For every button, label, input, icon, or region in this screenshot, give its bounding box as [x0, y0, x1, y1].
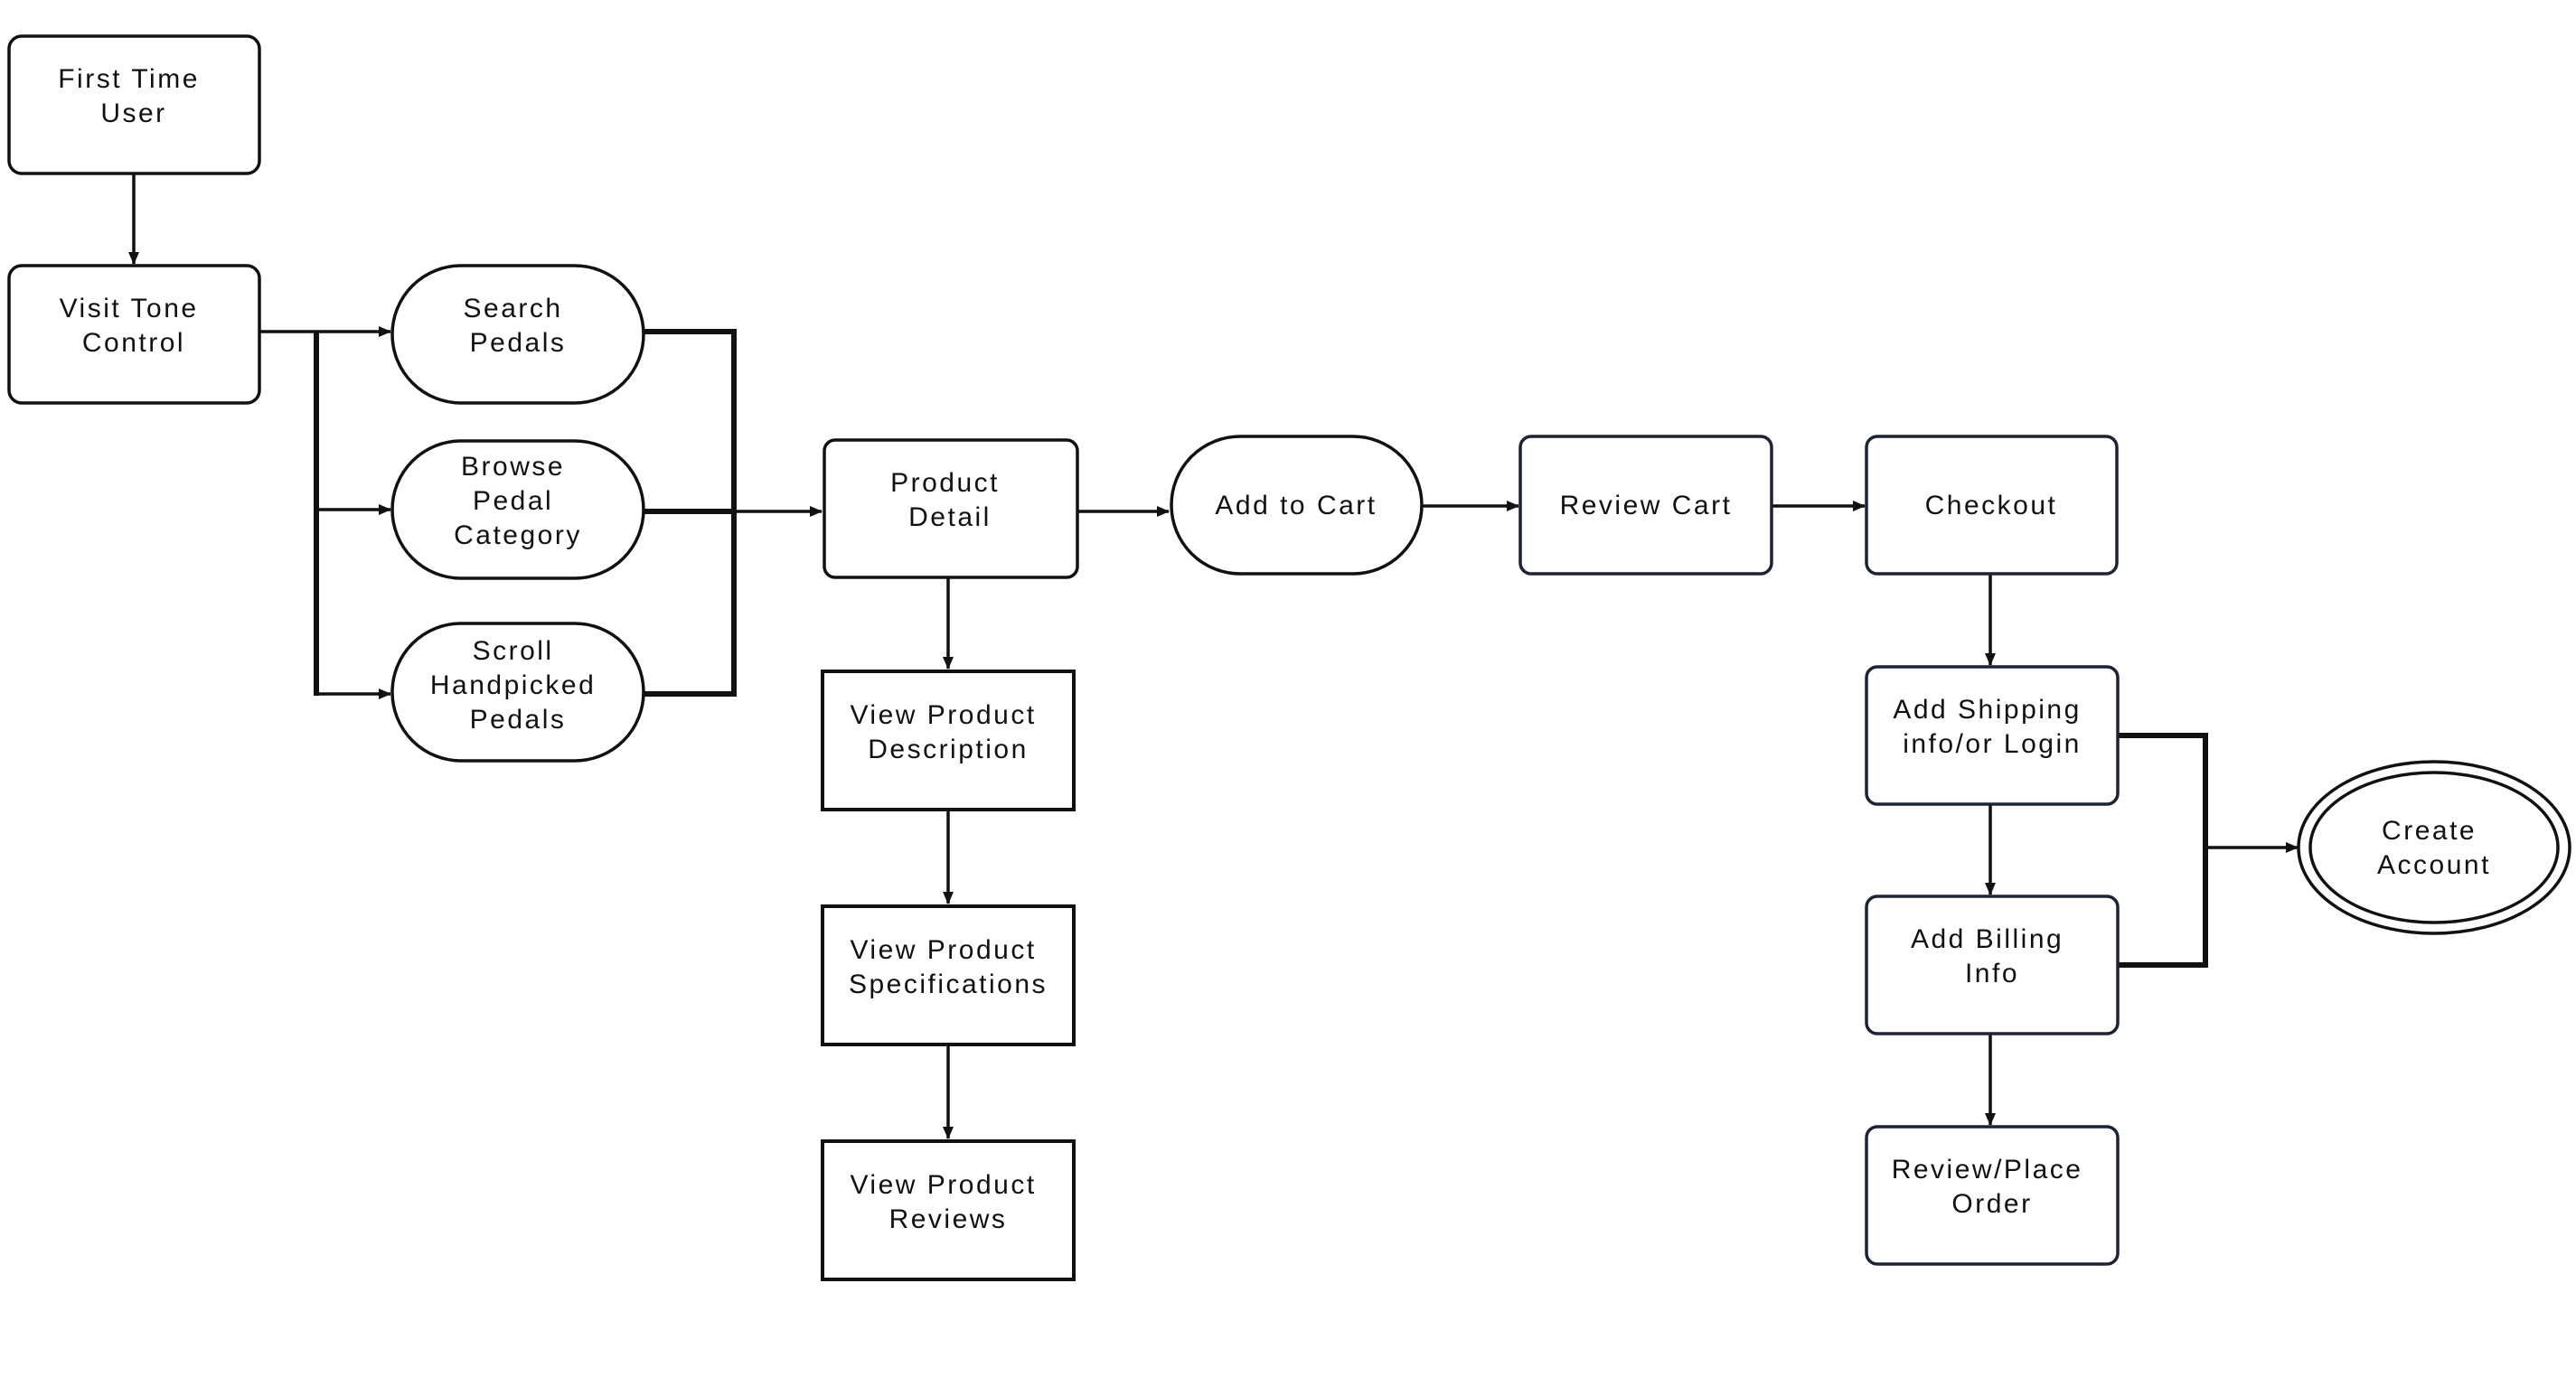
node-label: View Product Specifications: [849, 935, 1048, 999]
node-add-billing-info[interactable]: Add Billing Info: [1865, 895, 2120, 1035]
node-label: Scroll Handpicked Pedals: [430, 636, 606, 735]
node-label: View Product Description: [850, 700, 1046, 764]
node-view-product-specifications[interactable]: View Product Specifications: [821, 904, 1076, 1046]
node-create-account[interactable]: Create Account: [2297, 760, 2571, 935]
connectors: [128, 173, 2299, 1139]
node-label: Review/Place Order: [1892, 1155, 2093, 1219]
node-label: Add Shipping info/or Login: [1893, 695, 2091, 759]
node-view-product-description[interactable]: View Product Description: [821, 670, 1076, 811]
node-add-to-cart[interactable]: Add to Cart: [1170, 435, 1424, 576]
node-visit-tone-control[interactable]: Visit Tone Control: [7, 264, 261, 405]
node-label: Add to Cart: [1215, 491, 1377, 520]
node-label: Browse Pedal Category: [454, 452, 582, 550]
node-label: Add Billing Info: [1911, 924, 2073, 988]
node-scroll-handpicked-pedals[interactable]: Scroll Handpicked Pedals: [390, 622, 645, 763]
node-label: Review Cart: [1560, 491, 1733, 520]
node-review-place-order[interactable]: Review/Place Order: [1865, 1125, 2120, 1266]
node-label: View Product Reviews: [850, 1170, 1046, 1234]
node-checkout[interactable]: Checkout: [1865, 435, 2119, 576]
node-browse-pedal-category[interactable]: Browse Pedal Category: [390, 439, 645, 580]
node-label: Product Detail: [890, 468, 1010, 532]
node-first-time-user[interactable]: First Time User: [7, 34, 261, 175]
node-view-product-reviews[interactable]: View Product Reviews: [821, 1139, 1076, 1281]
node-product-detail[interactable]: Product Detail: [823, 438, 1079, 579]
node-label: Visit Tone Control: [60, 294, 209, 358]
node-label: Create Account: [2377, 816, 2491, 880]
node-label: Search Pedals: [464, 294, 573, 358]
node-search-pedals[interactable]: Search Pedals: [390, 264, 645, 405]
node-add-shipping-info[interactable]: Add Shipping info/or Login: [1865, 665, 2120, 806]
node-label: Checkout: [1925, 491, 2058, 520]
node-review-cart[interactable]: Review Cart: [1518, 435, 1773, 576]
node-label: First Time User: [58, 64, 210, 128]
